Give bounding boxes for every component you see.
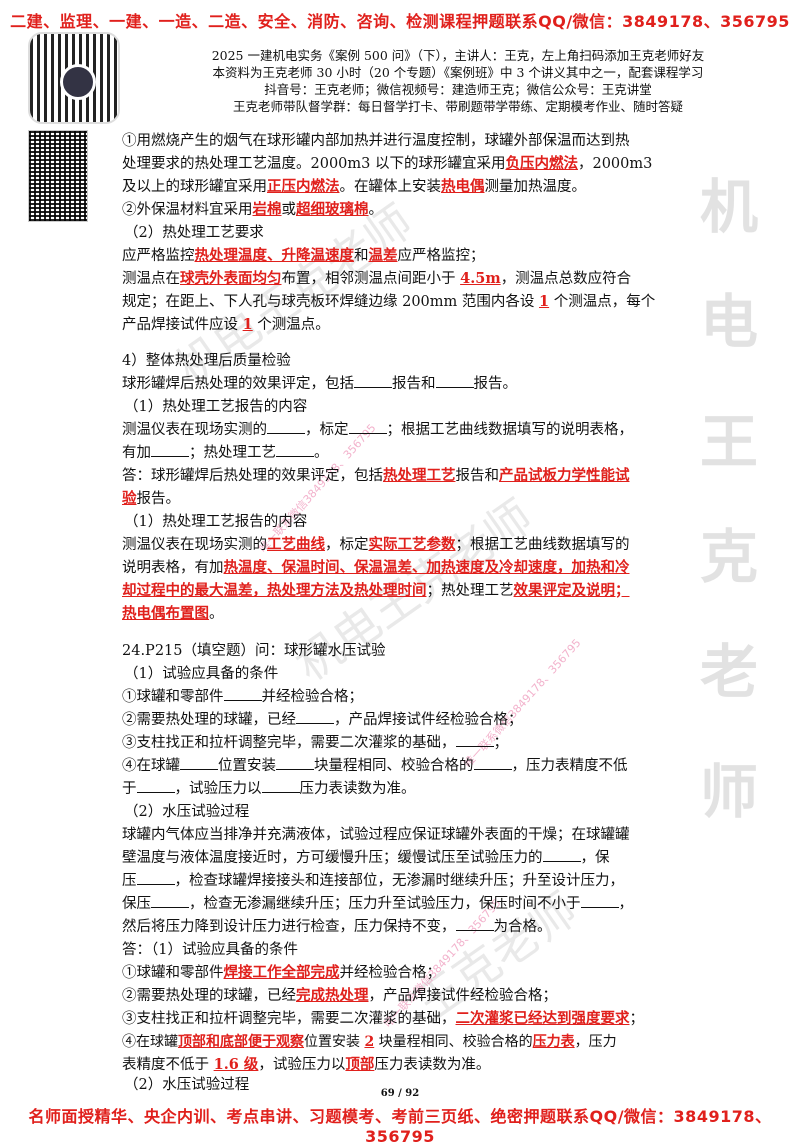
section-heading: （1）试验应具备的条件 xyxy=(124,666,279,682)
text-line: 产品焊接试件应设 1 个测温点。 xyxy=(122,316,330,333)
watermark-char: 电 xyxy=(700,288,759,356)
page-number: 69 / 92 xyxy=(380,1088,420,1099)
answer-line: ②需要热处理的球罐，已经完成热处理，产品焊接试件经检验合格； xyxy=(122,987,557,1004)
watermark-char: 机 xyxy=(700,173,759,241)
avatar xyxy=(60,64,96,100)
answer-line: 却过程中的最大温差，热处理方法及热处理时间；热处理工艺效果评定及说明； xyxy=(122,582,630,599)
header-line-4: 王克老师带队督学群：每日督学打卡、带刷题带学带练、定期模考作业、随时答疑 xyxy=(232,99,683,114)
section-heading: （2）水压试验过程 xyxy=(124,1077,250,1093)
answer-line: 验报告。 xyxy=(122,490,180,507)
text-line: 及以上的球形罐宜采用正压内燃法。在罐体上安装热电偶测量加热温度。 xyxy=(122,178,586,195)
section-heading: 4）整体热处理后质量检验 xyxy=(122,353,291,369)
question-line: 然后将压力降到设计压力进行检查，压力保持不变，为合格。 xyxy=(122,916,792,938)
qr-code-small xyxy=(28,130,88,222)
answer-line: 测温仪表在现场实测的工艺曲线，标定实际工艺参数；根据工艺曲线数据填写的 xyxy=(122,536,630,553)
section-heading: （2）水压试验过程 xyxy=(124,804,250,820)
question-line: ④在球罐位置安装块量程相同、校验合格的，压力表精度不低 xyxy=(122,755,792,777)
text-line: ②外保温材料宜采用岩棉或超细玻璃棉。 xyxy=(122,201,383,218)
question-line: 测温仪表在现场实测的，标定；根据工艺曲线数据填写的说明表格， xyxy=(122,419,792,441)
text-line: 规定；在距上、下人孔与球壳板环焊缝边缘 200mm 范围内各设 1 个测温点，每… xyxy=(122,293,656,310)
answer-line: 说明表格，有加热温度、保温时间、保温温差、加热速度及冷却速度，加热和冷 xyxy=(122,559,630,576)
question-title: 24.P215（填空题）问：球形罐水压试验 xyxy=(122,643,386,659)
question-line: 压，检查球罐焊接接头和连接部位，无渗漏时继续升压；升至设计压力， xyxy=(122,870,792,892)
answer-line: 表精度不低于 1.6 级，试验压力以顶部压力表读数为准。 xyxy=(122,1056,491,1073)
top-banner: 二建、监理、一建、一造、二造、安全、消防、咨询、检测课程押题联系QQ/微信：38… xyxy=(10,12,790,31)
question-line: ②需要热处理的球罐，已经，产品焊接试件经检验合格； xyxy=(122,709,792,731)
watermark-char: 老 xyxy=(700,638,759,706)
watermark-char: 师 xyxy=(700,758,759,826)
question-line: 于，试验压力以压力表读数为准。 xyxy=(122,778,792,800)
text-line: ①用燃烧产生的烟气在球形罐内部加热并进行温度控制，球罐外部保温而达到热 xyxy=(122,133,630,149)
answer-line: ④在球罐顶部和底部便于观察位置安装 2 块量程相同、校验合格的压力表，压力 xyxy=(122,1034,617,1050)
section-heading: （1）热处理工艺报告的内容 xyxy=(124,514,308,530)
header-line-2: 本资料为王克老师 30 小时（20 个专题）《案例班》中 3 个讲义其中之一，配… xyxy=(212,65,704,80)
answer-line: ③支柱找正和拉杆调整完毕，需要二次灌浆的基础，二次灌浆已经达到强度要求； xyxy=(122,1010,644,1027)
answer-line: 热电偶布置图。 xyxy=(122,605,224,622)
section-heading: （2）热处理工艺要求 xyxy=(124,225,264,241)
watermark-char: 克 xyxy=(700,523,759,591)
answer-line: ①球罐和零部件焊接工作全部完成并经检验合格； xyxy=(122,964,441,981)
section-heading: （1）热处理工艺报告的内容 xyxy=(124,399,308,415)
question-line: 球罐内气体应当排净并充满液体，试验过程应保证球罐外表面的干燥；在球罐罐 xyxy=(122,827,630,843)
qr-code-wechat xyxy=(28,32,120,124)
text-line: 处理要求的热处理工艺温度。2000m3 以下的球形罐宜采用负压内燃法，2000m… xyxy=(122,155,653,172)
answer-heading: 答：（1）试验应具备的条件 xyxy=(122,942,298,958)
text-line: 应严格监控热处理温度、升降温速度和温差应严格监控； xyxy=(122,247,485,264)
text-line: 测温点在球壳外表面均匀布置，相邻测温点间距小于 4.5m，测温点总数应符合 xyxy=(122,270,632,287)
question-line: 球形罐焊后热处理的效果评定，包括报告和报告。 xyxy=(122,373,792,395)
watermark-char: 王 xyxy=(700,408,759,476)
header-line-1: 2025 一建机电实务《案例 500 问》（下），主讲人：王克，左上角扫码添加王… xyxy=(211,48,705,63)
question-line: 有加；热处理工艺。 xyxy=(122,442,792,464)
question-line: 保压，检查无渗漏继续升压；压力升至试验压力，保压时间不小于， xyxy=(122,893,792,915)
question-line: ③支柱找正和拉杆调整完毕，需要二次灌浆的基础，； xyxy=(122,732,792,754)
bottom-banner: 名师面授精华、央企内训、考点串讲、习题模考、考前三页纸、绝密押题联系QQ/微信：… xyxy=(28,1107,772,1146)
question-line: 壁温度与液体温度接近时，方可缓慢升压；缓慢试压至试验压力的，保 xyxy=(122,847,792,869)
question-line: ①球罐和零部件并经检验合格； xyxy=(122,686,792,708)
answer-line: 答：球形罐焊后热处理的效果评定，包括热处理工艺报告和产品试板力学性能试 xyxy=(122,467,630,484)
header-line-3: 抖音号：王克老师；微信视频号：建造师王克；微信公众号：王克讲堂 xyxy=(264,82,652,97)
